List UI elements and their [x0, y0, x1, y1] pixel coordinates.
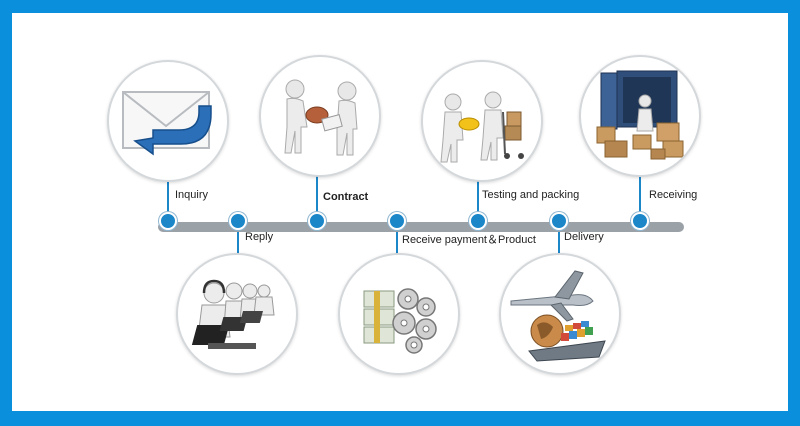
inquiry-illustration	[107, 60, 229, 182]
tape-measure-packing-icon	[440, 91, 524, 163]
delivery-illustration	[499, 253, 621, 375]
connector-payment	[396, 232, 398, 266]
testing-packing-illustration	[421, 60, 543, 182]
connector-reply	[237, 232, 239, 266]
label-contract: Contract	[323, 191, 369, 203]
reply-illustration	[176, 253, 298, 375]
handshake-figures-icon	[284, 79, 358, 156]
node-delivery	[550, 212, 568, 230]
connector-receiving	[639, 176, 641, 222]
connector-inquiry	[167, 178, 169, 222]
diagram-canvas: Inquiry Reply Contract Receive payment＆P…	[12, 13, 788, 411]
node-testing-packing	[469, 212, 487, 230]
container-boxes-icon	[596, 70, 684, 160]
receive-payment-illustration	[338, 253, 460, 375]
node-receive-payment	[388, 212, 406, 230]
connector-testing	[477, 176, 479, 222]
money-gears-icon	[363, 288, 437, 354]
node-reply	[229, 212, 247, 230]
node-inquiry	[159, 212, 177, 230]
label-testing-packing: Testing and packing	[482, 189, 580, 201]
contract-illustration	[259, 55, 381, 177]
envelope-reply-icon	[122, 91, 212, 156]
node-receiving	[631, 212, 649, 230]
timeline-bar	[158, 222, 684, 232]
plane-ship-globe-icon	[510, 270, 606, 362]
label-receiving: Receiving	[649, 189, 698, 201]
call-center-icon	[191, 279, 275, 349]
receiving-illustration	[579, 55, 701, 177]
label-receive-payment: Receive payment＆Product	[402, 234, 536, 246]
label-inquiry: Inquiry	[175, 189, 209, 201]
connector-contract	[316, 176, 318, 222]
label-delivery: Delivery	[564, 231, 604, 243]
node-contract	[308, 212, 326, 230]
label-reply: Reply	[245, 231, 274, 243]
connector-delivery	[558, 232, 560, 266]
